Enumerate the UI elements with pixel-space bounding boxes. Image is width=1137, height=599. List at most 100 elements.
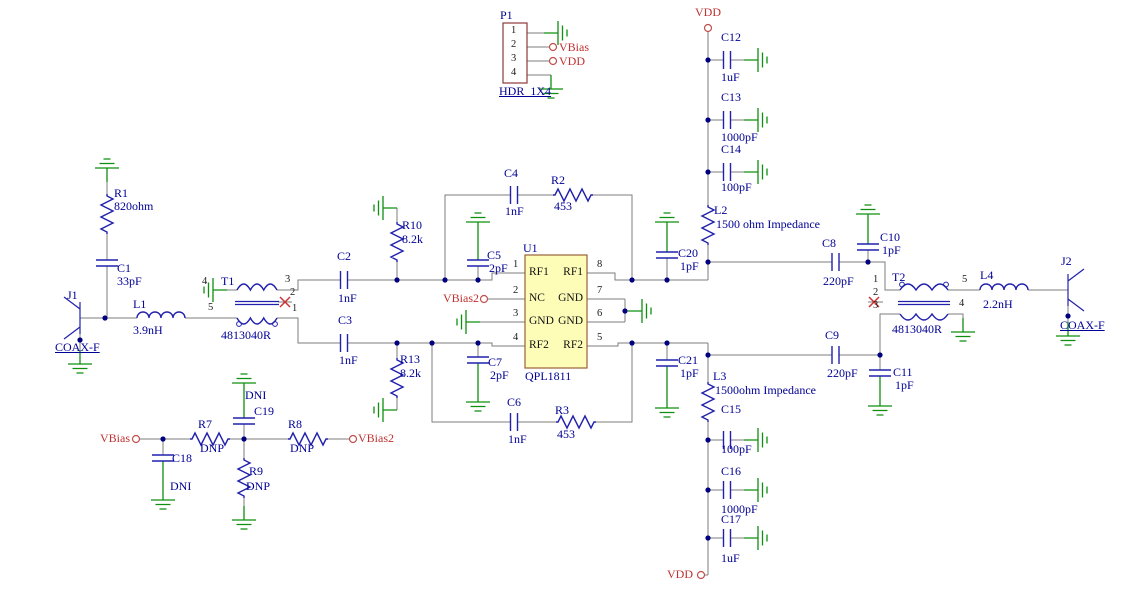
vbias-label: VBias: [100, 431, 130, 445]
r10-ref: R10: [402, 218, 423, 232]
capacitor-c18-symbol[interactable]: [151, 454, 175, 462]
chip-u1-body[interactable]: [524, 254, 588, 369]
vdd-bottom-terminal[interactable]: [696, 570, 706, 580]
capacitor-c11-symbol[interactable]: [868, 369, 892, 377]
capacitor-c3-symbol[interactable]: [339, 333, 349, 353]
u1-pin6-name: GND: [558, 315, 583, 327]
c20-ref: C20: [678, 246, 699, 260]
vdd-bottom-label: VDD: [667, 567, 693, 581]
c18-ref: C18: [172, 451, 193, 465]
u1-pin5-name: RF2: [563, 339, 583, 351]
capacitor-c17-symbol[interactable]: [722, 528, 732, 548]
t1-pin5-num: 5: [208, 302, 214, 313]
c6-val: 1nF: [508, 432, 527, 446]
c11-ref: C11: [893, 365, 913, 379]
capacitor-c13-symbol[interactable]: [722, 110, 732, 130]
capacitor-c9-symbol[interactable]: [831, 345, 840, 365]
inductor-l4-symbol[interactable]: [979, 283, 1029, 291]
capacitor-c5-symbol[interactable]: [466, 259, 490, 267]
ground-icon: [654, 393, 680, 418]
vdd-top-terminal[interactable]: [703, 23, 713, 33]
capacitor-c19-symbol[interactable]: [232, 417, 256, 425]
inductor-l2-symbol[interactable]: [701, 204, 715, 246]
t2-part: 4813040R: [892, 322, 943, 336]
capacitor-c2-symbol[interactable]: [339, 270, 349, 290]
u1-pin3-num: 3: [513, 308, 519, 319]
capacitor-c12-symbol[interactable]: [722, 50, 732, 70]
c19-ref: C19: [254, 404, 275, 418]
capacitor-c20-symbol[interactable]: [655, 251, 679, 259]
u1-pin7-name: GND: [558, 292, 583, 304]
port-terminals: [131, 23, 713, 580]
capacitor-c1-symbol[interactable]: [95, 259, 119, 267]
capacitor-c6-symbol[interactable]: [509, 412, 519, 432]
c2-ref: C2: [337, 249, 352, 263]
capacitor-c14-symbol[interactable]: [722, 162, 732, 182]
p1-vdd-net-label: VDD: [559, 54, 585, 68]
ground-icon: [94, 158, 120, 183]
c13-val: 1000pF: [721, 130, 758, 144]
component-symbols: [63, 50, 1085, 548]
l3-ref: L3: [713, 369, 727, 383]
u1-pin8-num: 8: [597, 259, 603, 270]
c17-ref: C17: [721, 512, 742, 526]
t1-pin4-num: 4: [202, 276, 208, 287]
vbias2-terminal[interactable]: [348, 434, 358, 444]
c21-ref: C21: [678, 353, 699, 367]
r8-ref: R8: [288, 417, 303, 431]
ground-icon: [456, 309, 481, 335]
c9-ref: C9: [825, 328, 840, 342]
r3-val: 453: [557, 427, 575, 441]
u1-pin1-num: 1: [513, 259, 519, 270]
u1-pin8-name: RF1: [563, 266, 583, 278]
inductor-l1-symbol[interactable]: [136, 311, 186, 319]
vbias2-u1-terminal[interactable]: [479, 294, 489, 304]
r13-val: 8.2k: [400, 366, 421, 380]
transformer-t2-symbol[interactable]: [898, 281, 950, 321]
p1-pin4: 4: [511, 67, 517, 78]
t2-pin1-num: 1: [873, 274, 879, 285]
p1-part: HDR_1X4: [499, 84, 552, 98]
capacitor-c10-symbol[interactable]: [856, 243, 880, 251]
capacitor-c8-symbol[interactable]: [831, 252, 840, 272]
ground-icon: [373, 195, 398, 221]
phase-dot-icon: [236, 321, 242, 327]
transformer-t1-symbol[interactable]: [235, 283, 279, 327]
capacitor-c21-symbol[interactable]: [655, 359, 679, 367]
t1-pin3-num: 3: [285, 274, 291, 285]
c15-val: 100pF: [721, 442, 752, 456]
c21-val: 1pF: [680, 366, 699, 380]
r3-ref: R3: [555, 403, 570, 417]
wires: [79, 31, 1069, 576]
u1-ref: U1: [523, 241, 538, 255]
r8-val: DNP: [290, 441, 315, 455]
l2-val: 1500 ohm Impedance: [716, 217, 820, 231]
header-p1-body[interactable]: [502, 22, 528, 84]
p1-ref: P1: [500, 8, 513, 22]
capacitor-c7-symbol[interactable]: [466, 356, 490, 364]
vbias-terminal[interactable]: [131, 434, 141, 444]
p1-vdd-terminal[interactable]: [548, 56, 558, 66]
resistor-r1-symbol[interactable]: [100, 193, 114, 235]
j2-ref: J2: [1061, 254, 1072, 268]
connector-j1-symbol[interactable]: [63, 296, 81, 340]
capacitor-c16-symbol[interactable]: [722, 480, 732, 500]
connector-j2-symbol[interactable]: [1067, 268, 1085, 312]
c5-ref: C5: [487, 248, 502, 262]
inductor-l3-symbol[interactable]: [701, 381, 715, 423]
c17-val: 1uF: [721, 551, 740, 565]
r10-val: 8.2k: [402, 232, 423, 246]
p1-vbias-net-label: VBias: [559, 40, 589, 54]
c1-ref: C1: [117, 261, 132, 275]
u1-pin4-num: 4: [513, 332, 519, 343]
r7-ref: R7: [198, 417, 213, 431]
ground-icon: [465, 387, 491, 412]
c19-val: DNI: [245, 388, 267, 402]
r1-ref: R1: [114, 186, 129, 200]
c8-ref: C8: [822, 236, 837, 250]
vbias2-u1-label: VBias2: [443, 291, 479, 305]
p1-vbias-terminal[interactable]: [548, 42, 558, 52]
c8-val: 220pF: [823, 274, 854, 288]
capacitor-c4-symbol[interactable]: [509, 185, 519, 205]
u1-pin4-name: RF2: [529, 339, 549, 351]
